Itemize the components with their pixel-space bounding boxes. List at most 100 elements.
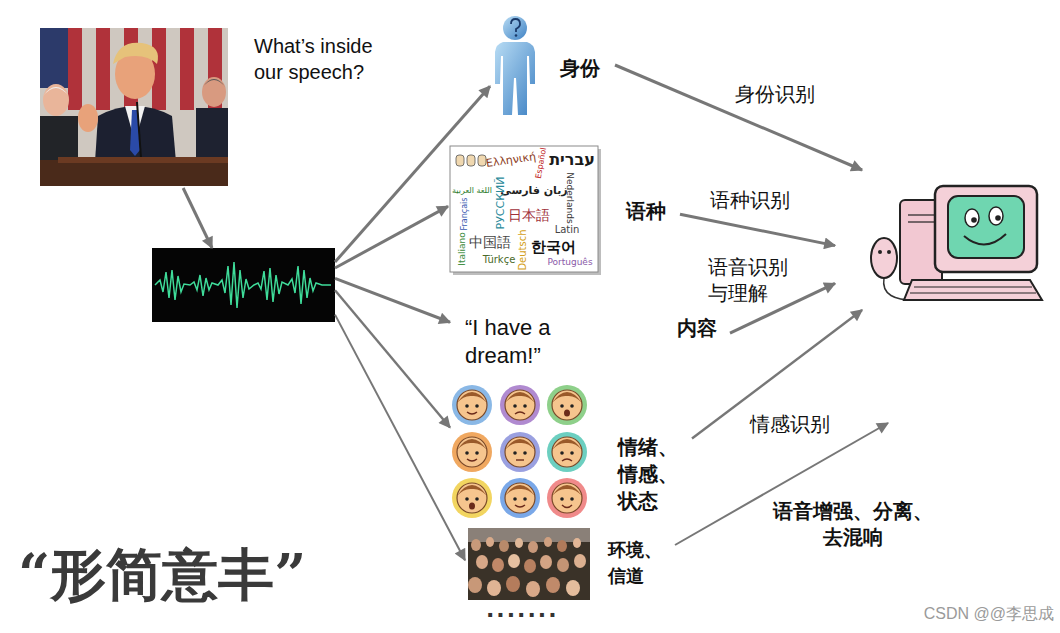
arrow-connector bbox=[692, 310, 862, 439]
emotion-faces-part bbox=[562, 505, 572, 508]
edge-label: 语种识别 bbox=[710, 188, 790, 212]
speaker-photo-part bbox=[78, 104, 98, 132]
computer-cartoon-part bbox=[887, 250, 891, 254]
speaker-photo-part bbox=[40, 116, 78, 164]
emotion-faces-part bbox=[467, 459, 477, 461]
speaker-photo: What’s inside our speech? bbox=[40, 28, 408, 188]
language-cloud-part bbox=[467, 155, 475, 166]
text-slot: 内容 bbox=[677, 316, 717, 340]
speech-quote: “I have a dream!” bbox=[465, 314, 600, 370]
speaker-photo-part bbox=[40, 28, 228, 186]
category-label: 语种 bbox=[626, 199, 666, 223]
speaker-photo-part bbox=[113, 43, 158, 64]
person-silhouette-part bbox=[511, 19, 520, 32]
computer-cartoon-part bbox=[995, 215, 1001, 221]
edge-label-slot: 语种识别 bbox=[710, 188, 790, 212]
language-word: Türkçe bbox=[483, 254, 516, 266]
person-silhouette bbox=[495, 16, 535, 115]
language-word: 日本語 bbox=[508, 207, 550, 223]
emotion-faces-part bbox=[469, 503, 475, 510]
emotion-faces-part bbox=[552, 390, 582, 420]
edge-label-slot: 语音识别 与理解 bbox=[708, 254, 798, 306]
emotion-faces-part bbox=[452, 478, 492, 518]
crowd-photo-part bbox=[528, 541, 538, 553]
crowd-photo-part bbox=[492, 558, 504, 572]
label-slot: עברית bbox=[572, 160, 618, 178]
emotion-faces-part bbox=[515, 505, 525, 507]
label-slot: ······· bbox=[486, 602, 559, 628]
crowd-photo-part bbox=[526, 581, 540, 597]
emotion-faces-part bbox=[500, 432, 540, 472]
edge-label: 语音增强、分离、 去混响 bbox=[768, 498, 938, 550]
language-word: Português bbox=[547, 257, 592, 267]
category-label: 环境、 信道 bbox=[608, 537, 671, 589]
emotion-faces-part bbox=[552, 483, 582, 513]
speaker-photo-part bbox=[43, 84, 69, 116]
speaker-photo-part bbox=[202, 77, 226, 107]
emotion-faces-part bbox=[516, 459, 524, 460]
language-cloud-part bbox=[456, 155, 464, 166]
emotion-faces-part bbox=[562, 459, 572, 461]
arrow-connector bbox=[680, 214, 835, 245]
language-cloud-part bbox=[478, 155, 486, 166]
speaker-photo-part bbox=[196, 108, 228, 164]
language-word: עברית bbox=[549, 151, 595, 169]
speaker-photo-part bbox=[43, 87, 69, 96]
emotion-faces-part bbox=[457, 483, 487, 513]
language-word: Español bbox=[534, 147, 548, 179]
computer-cartoon-part bbox=[948, 196, 1024, 258]
edge-label: 情感识别 bbox=[750, 412, 830, 436]
edge-label-slot: 语音增强、分离、 去混响 bbox=[768, 498, 938, 550]
person-silhouette-part bbox=[503, 16, 527, 40]
emotion-faces-part bbox=[500, 478, 540, 518]
computer-cartoon-part bbox=[914, 287, 1032, 288]
edge-label: 身份识别 bbox=[735, 82, 815, 106]
arrow-connector bbox=[335, 206, 448, 268]
speech-waveform-part bbox=[152, 248, 335, 322]
language-word: Français bbox=[460, 198, 469, 231]
emotion-faces-part bbox=[452, 385, 492, 425]
speaker-photo-part bbox=[40, 28, 68, 88]
emotion-faces-part bbox=[505, 437, 535, 467]
text-slot: 语种 bbox=[626, 199, 666, 223]
language-word: Ελληνική bbox=[485, 150, 537, 170]
computer-cartoon-part bbox=[935, 186, 1037, 272]
question-heading: What’s inside our speech? bbox=[254, 33, 404, 85]
language-word: زبان فارسی bbox=[500, 184, 567, 197]
crowd-photo-part bbox=[476, 555, 488, 569]
arrow-connector bbox=[335, 315, 465, 561]
crowd-photo-part bbox=[471, 539, 481, 551]
emotion-faces-part bbox=[457, 437, 487, 467]
speech-waveform bbox=[152, 248, 335, 322]
ellipsis-dots: ······· bbox=[486, 602, 559, 628]
computer-cartoon-part bbox=[904, 280, 1042, 300]
language-word: Deutsch bbox=[517, 229, 529, 270]
speech-waveform bbox=[152, 248, 335, 322]
computer-cartoon-part bbox=[964, 234, 1006, 245]
crowd-photo-part bbox=[546, 577, 560, 593]
computer-cartoon-part bbox=[908, 214, 934, 215]
emotion-faces-part bbox=[552, 437, 582, 467]
crowd-photo-part bbox=[540, 555, 552, 569]
label-slot: “形简意丰” bbox=[18, 541, 306, 607]
text-slot: 环境、 信道 bbox=[608, 537, 671, 589]
crowd-photo-part bbox=[573, 538, 581, 548]
computer-cartoon bbox=[871, 186, 1042, 300]
person-silhouette-part bbox=[515, 34, 518, 37]
crowd-photo-part bbox=[506, 576, 520, 592]
person-silhouette-part bbox=[495, 42, 535, 115]
arrow-connector bbox=[615, 65, 862, 170]
emotion-faces-part bbox=[515, 412, 525, 414]
emotion-faces-part bbox=[457, 390, 487, 420]
arrow-connector bbox=[335, 278, 450, 322]
computer-cartoon-part bbox=[871, 238, 897, 278]
emotion-faces: 情绪、 情感、 状态 bbox=[450, 382, 692, 520]
language-word: اللغة العربية bbox=[452, 186, 492, 195]
text-slot: What’s inside our speech? bbox=[254, 33, 404, 85]
label-slot: Français bbox=[464, 214, 497, 223]
crowd-photo bbox=[468, 528, 590, 600]
emotion-faces-part bbox=[547, 385, 587, 425]
speaker-photo-part bbox=[95, 106, 176, 162]
category-label: 内容 bbox=[677, 316, 717, 340]
